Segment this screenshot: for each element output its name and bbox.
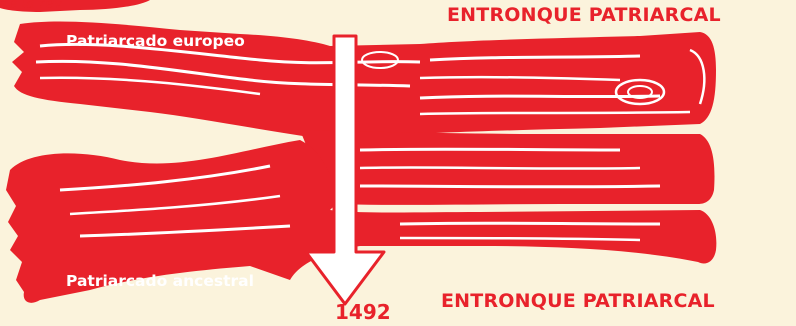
label-european-patriarchy: Patriarcado europeo [66, 34, 245, 50]
joined-trunk [300, 130, 714, 205]
label-ancestral-patriarchy: Patriarcado ancestral [66, 274, 254, 290]
header-top: ENTRONQUE PATRIARCAL [447, 6, 721, 25]
handwritten-note: de la rev [0, 0, 62, 12]
year-label: 1492 [335, 302, 391, 322]
header-bottom: ENTRONQUE PATRIARCAL [441, 292, 715, 311]
